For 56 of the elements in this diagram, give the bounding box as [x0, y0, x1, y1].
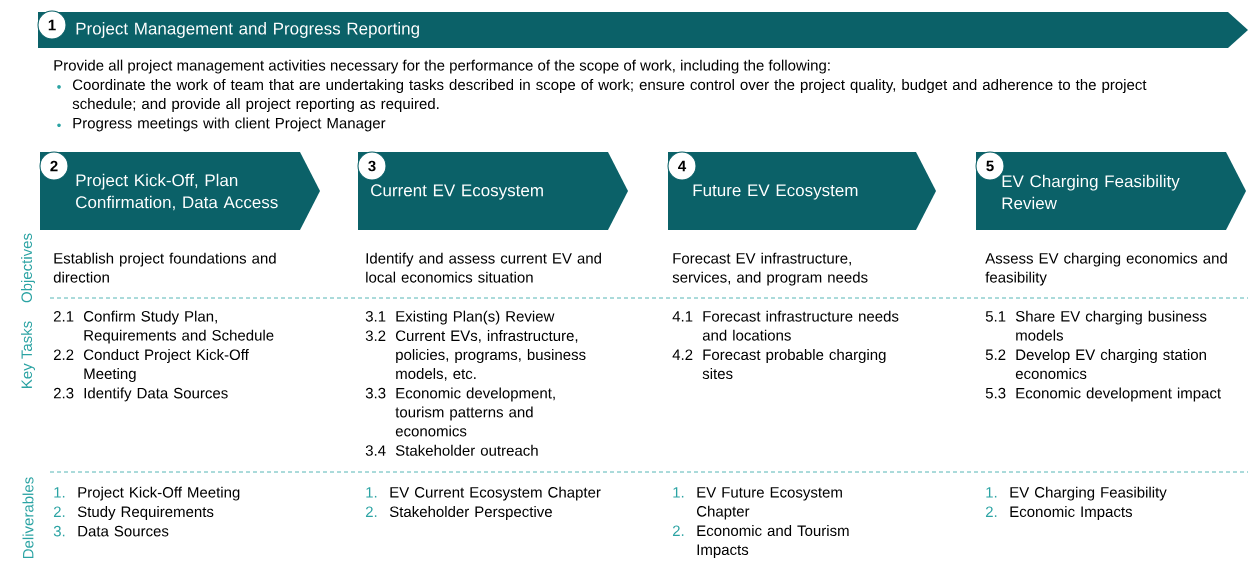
- chevron-banner: 5 EV Charging Feasibility Review: [975, 151, 1246, 230]
- task-number: 5.3: [985, 387, 1006, 399]
- task-text: Current EVs, infrastructure, policies, programs, business models, etc.: [395, 330, 586, 381]
- deliverable-text: Project Kick-Off Meeting: [78, 486, 240, 501]
- bullet-text: Coordinate the work of team that are undertaking tasks described in scope of work; ensure control over the project quality, budget and adherence to the project schedule; and provide all project reporting as required.: [72, 79, 1147, 112]
- task-number: 2.1: [53, 311, 74, 322]
- deliverable-text: Stakeholder Perspective: [389, 506, 552, 520]
- row-label: Objectives: [21, 233, 35, 303]
- task-text: Forecast probable charging sites: [702, 349, 886, 380]
- objective-text: Identify and assess current EV and local economics situation: [366, 252, 601, 283]
- deliverable-text: Data Sources: [78, 525, 169, 537]
- row-label: Key Tasks: [21, 321, 35, 388]
- row-label: Deliverables: [22, 477, 34, 559]
- deliverable-number: 1.: [366, 487, 377, 498]
- deliverable-text: EV Current Ecosystem Chapter: [390, 486, 601, 501]
- task-number: 5.2: [985, 349, 1006, 361]
- task-number: 4.1: [672, 311, 693, 322]
- deliverable-text: Economic Impacts: [1010, 506, 1132, 520]
- task-text: Forecast infrastructure needs and locations: [702, 310, 899, 341]
- task-number: 4.2: [672, 349, 693, 360]
- chevron-banner: 1 Project Management and Progress Reporting: [37, 10, 1248, 48]
- task-text: Share EV charging business models: [1015, 310, 1207, 341]
- objective-text: Forecast EV infrastructure, services, and program needs: [672, 252, 868, 286]
- deliverable-number: 2.: [365, 506, 377, 517]
- task-number: 3.1: [365, 311, 386, 322]
- chevron-banner: 4 Future EV Ecosystem: [667, 151, 936, 230]
- task-text: Economic development, tourism patterns and economics: [395, 387, 555, 437]
- deliverable-number: 1.: [673, 487, 684, 498]
- chevron-banner: 3 Current EV Ecosystem: [357, 151, 628, 230]
- task-number: 5.1: [985, 311, 1006, 322]
- task-text: Identify Data Sources: [84, 387, 228, 402]
- deliverable-number: 1.: [54, 487, 65, 498]
- deliverable-number: 1.: [986, 487, 997, 498]
- deliverable-text: EV Future Ecosystem Chapter: [697, 487, 842, 520]
- task-text: Stakeholder outreach: [395, 444, 538, 456]
- task-number: 3.2: [365, 330, 386, 342]
- task-text: Develop EV charging station economics: [1015, 349, 1206, 380]
- chevron-banner: 2 Project Kick-Off, Plan Confirmation, Data Access: [39, 151, 320, 230]
- task-text: Confirm Study Plan, Requirements and Schedule: [83, 310, 274, 344]
- task-number: 3.3: [365, 387, 386, 399]
- objective-text: Establish project foundations and direction: [53, 252, 276, 283]
- deliverable-text: Economic and Tourism Impacts: [697, 525, 849, 558]
- deliverable-number: 3.: [53, 525, 65, 537]
- deliverable-number: 2.: [672, 525, 684, 536]
- task-text: Existing Plan(s) Review: [396, 310, 555, 325]
- deliverable-number: 2.: [53, 506, 65, 517]
- task-text: Economic development impact: [1016, 387, 1221, 402]
- task-number: 2.2: [53, 349, 74, 360]
- task-text: Conduct Project Kick-Off Meeting: [83, 349, 249, 382]
- bullet-text: Progress meetings with client Project Manager: [73, 117, 386, 132]
- task-number: 2.3: [53, 387, 74, 399]
- deliverable-number: 2.: [985, 506, 997, 517]
- objective-text: Assess EV charging economics and feasibility: [985, 252, 1227, 286]
- task-number: 3.4: [365, 445, 386, 456]
- deliverable-text: Study Requirements: [77, 506, 214, 520]
- deliverable-text: EV Charging Feasibility: [1010, 486, 1167, 501]
